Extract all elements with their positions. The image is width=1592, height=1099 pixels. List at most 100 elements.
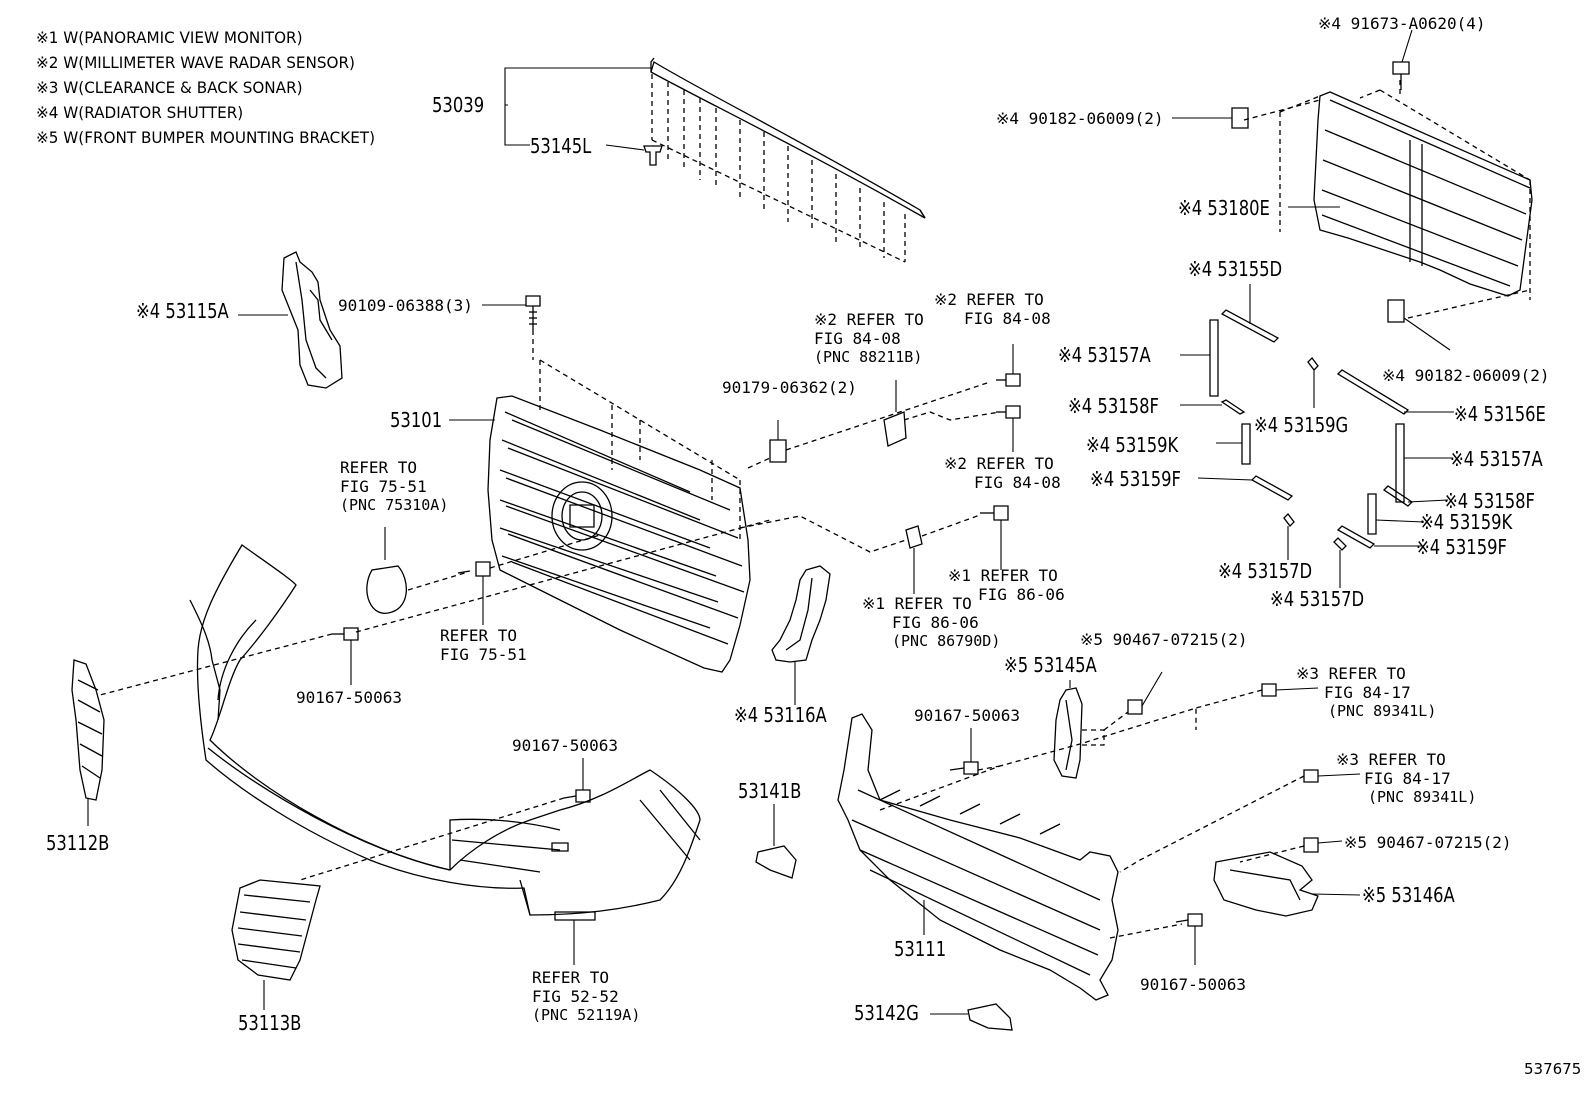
part-53116A[interactable]: ※4 53116A <box>734 703 827 727</box>
bracket-53115A <box>238 252 342 388</box>
nut-90179-06362 <box>748 382 990 468</box>
nut-90182-upper <box>1172 108 1248 128</box>
bracket-53116A <box>772 566 830 705</box>
screw-90109-06388 <box>482 296 540 360</box>
part-90167-50063-a[interactable]: 90167-50063 <box>296 688 402 707</box>
part-53159F-left[interactable]: ※4 53159F <box>1090 467 1181 491</box>
part-53112B[interactable]: 53112B <box>46 831 110 855</box>
part-53158F-right[interactable]: ※4 53158F <box>1444 489 1535 513</box>
clip-53141B <box>756 804 796 878</box>
legend-item-3: ※3 W(CLEARANCE & BACK SONAR) <box>36 78 303 97</box>
clip-53145L <box>644 146 662 165</box>
part-53142G[interactable]: 53142G <box>854 1001 919 1025</box>
refer-line: REFER TO <box>440 626 518 645</box>
refer-line: ※2 REFER TO <box>934 290 1044 309</box>
bumper-cover <box>190 545 700 965</box>
screw-91673 <box>1393 30 1412 90</box>
part-53157A-right[interactable]: ※4 53157A <box>1450 447 1543 471</box>
bumper-reinforcement-53111 <box>838 714 1182 1000</box>
radar-sensor <box>884 344 1020 452</box>
screw-75-51 <box>458 535 600 625</box>
part-53159F-right[interactable]: ※4 53159F <box>1416 535 1507 559</box>
refer-line: FIG 84-08 <box>814 329 901 348</box>
refer-fig-75-51-pnc[interactable]: REFER TO FIG 75-51 (PNC 75310A) <box>340 458 448 514</box>
screw-90167-c <box>880 708 1196 810</box>
part-53145L[interactable]: 53145L <box>530 134 592 158</box>
part-91673-A0620[interactable]: ※4 91673-A0620(4) <box>1318 14 1486 33</box>
refer-line: ※1 REFER TO <box>862 594 972 613</box>
part-53180E[interactable]: ※4 53180E <box>1178 196 1270 220</box>
refer-line: FIG 84-17 <box>1324 683 1411 702</box>
screw-90167-b <box>300 758 590 880</box>
refer-line: (PNC 86790D) <box>892 632 1001 650</box>
refer-line: FIG 86-06 <box>978 585 1065 604</box>
refer-line: ※1 REFER TO <box>948 566 1058 585</box>
part-90179-06362[interactable]: 90179-06362(2) <box>722 378 857 397</box>
refer-fig-86-06[interactable]: ※1 REFER TO FIG 86-06 <box>948 566 1065 604</box>
part-53159K-right[interactable]: ※4 53159K <box>1420 510 1513 534</box>
lower-grille-53113B <box>232 880 320 1010</box>
part-53115A[interactable]: ※4 53115A <box>136 299 229 323</box>
part-90167-50063-c[interactable]: 90167-50063 <box>914 706 1020 725</box>
legend-item-1: ※1 W(PANORAMIC VIEW MONITOR) <box>36 28 303 47</box>
refer-line: FIG 86-06 <box>892 613 979 632</box>
side-grille-53112B <box>72 660 104 826</box>
part-53157D-b[interactable]: ※4 53157D <box>1270 587 1365 611</box>
legend-item-4: ※4 W(RADIATOR SHUTTER) <box>36 103 244 122</box>
nut-90182-lower <box>1388 300 1450 350</box>
part-53141B[interactable]: 53141B <box>738 779 802 803</box>
legend-item-5: ※5 W(FRONT BUMPER MOUNTING BRACKET) <box>36 128 376 147</box>
bracket-53146A <box>1214 838 1360 916</box>
refer-fig-84-17-upper[interactable]: ※3 REFER TO FIG 84-17 (PNC 89341L) <box>1296 664 1436 720</box>
part-53101[interactable]: 53101 <box>390 408 443 432</box>
part-53145A[interactable]: ※5 53145A <box>1004 653 1097 677</box>
part-53113B[interactable]: 53113B <box>238 1011 302 1035</box>
part-53159G[interactable]: ※4 53159G <box>1254 413 1349 437</box>
part-90182-06009-b[interactable]: ※4 90182-06009(2) <box>1382 366 1550 385</box>
refer-fig-86-06-pnc[interactable]: ※1 REFER TO FIG 86-06 (PNC 86790D) <box>862 594 1000 650</box>
bracket-53145A <box>1054 672 1162 778</box>
refer-line: FIG 84-08 <box>964 309 1051 328</box>
radiator-grille-53101 <box>488 360 750 672</box>
refer-line: FIG 52-52 <box>532 987 619 1006</box>
part-53111[interactable]: 53111 <box>894 937 947 961</box>
part-90182-06009-a[interactable]: ※4 90182-06009(2) <box>996 109 1164 128</box>
screw-90167-a <box>100 520 770 695</box>
refer-fig-52-52[interactable]: REFER TO FIG 52-52 (PNC 52119A) <box>532 968 640 1024</box>
part-90167-50063-b[interactable]: 90167-50063 <box>512 736 618 755</box>
refer-line: FIG 84-08 <box>974 473 1061 492</box>
refer-fig-84-08-upper[interactable]: ※2 REFER TO FIG 84-08 <box>934 290 1051 328</box>
part-90167-50063-d[interactable]: 90167-50063 <box>1140 975 1246 994</box>
part-53039[interactable]: 53039 <box>432 93 485 117</box>
part-53155D[interactable]: ※4 53155D <box>1188 257 1283 281</box>
part-53146A[interactable]: ※5 53146A <box>1362 883 1455 907</box>
sonar-clip-lower <box>1120 770 1360 872</box>
part-90109-06388[interactable]: 90109-06388(3) <box>338 296 473 315</box>
refer-line: ※3 REFER TO <box>1296 664 1406 683</box>
seals <box>1180 284 1454 588</box>
refer-fig-84-08-lower[interactable]: ※2 REFER TO FIG 84-08 <box>944 454 1061 492</box>
refer-fig-84-08-pnc[interactable]: ※2 REFER TO FIG 84-08 (PNC 88211B) <box>814 310 924 366</box>
refer-fig-75-51[interactable]: REFER TO FIG 75-51 <box>440 626 527 664</box>
refer-line: (PNC 75310A) <box>340 496 449 514</box>
part-90467-07215-a[interactable]: ※5 90467-07215(2) <box>1080 630 1248 649</box>
figure-number: 537675 <box>1524 1060 1582 1078</box>
camera-bracket <box>740 506 1008 594</box>
refer-line: (PNC 52119A) <box>532 1006 641 1024</box>
refer-line: FIG 75-51 <box>440 645 527 664</box>
sonar-clip-upper <box>1196 684 1318 708</box>
refer-line: ※2 REFER TO <box>814 310 924 329</box>
refer-line: REFER TO <box>340 458 418 477</box>
part-53156E[interactable]: ※4 53156E <box>1454 402 1546 426</box>
part-53157A-left[interactable]: ※4 53157A <box>1058 343 1151 367</box>
part-53159K-left[interactable]: ※4 53159K <box>1086 433 1179 457</box>
refer-line: (PNC 88211B) <box>814 348 923 366</box>
refer-line: ※2 REFER TO <box>944 454 1054 473</box>
refer-fig-84-17-lower[interactable]: ※3 REFER TO FIG 84-17 (PNC 89341L) <box>1336 750 1476 806</box>
part-53158F-left[interactable]: ※4 53158F <box>1068 394 1159 418</box>
screw-90167-d <box>1176 914 1202 965</box>
refer-line: (PNC 89341L) <box>1368 788 1477 806</box>
part-53157D-a[interactable]: ※4 53157D <box>1218 559 1313 583</box>
part-90467-07215-b[interactable]: ※5 90467-07215(2) <box>1344 833 1512 852</box>
